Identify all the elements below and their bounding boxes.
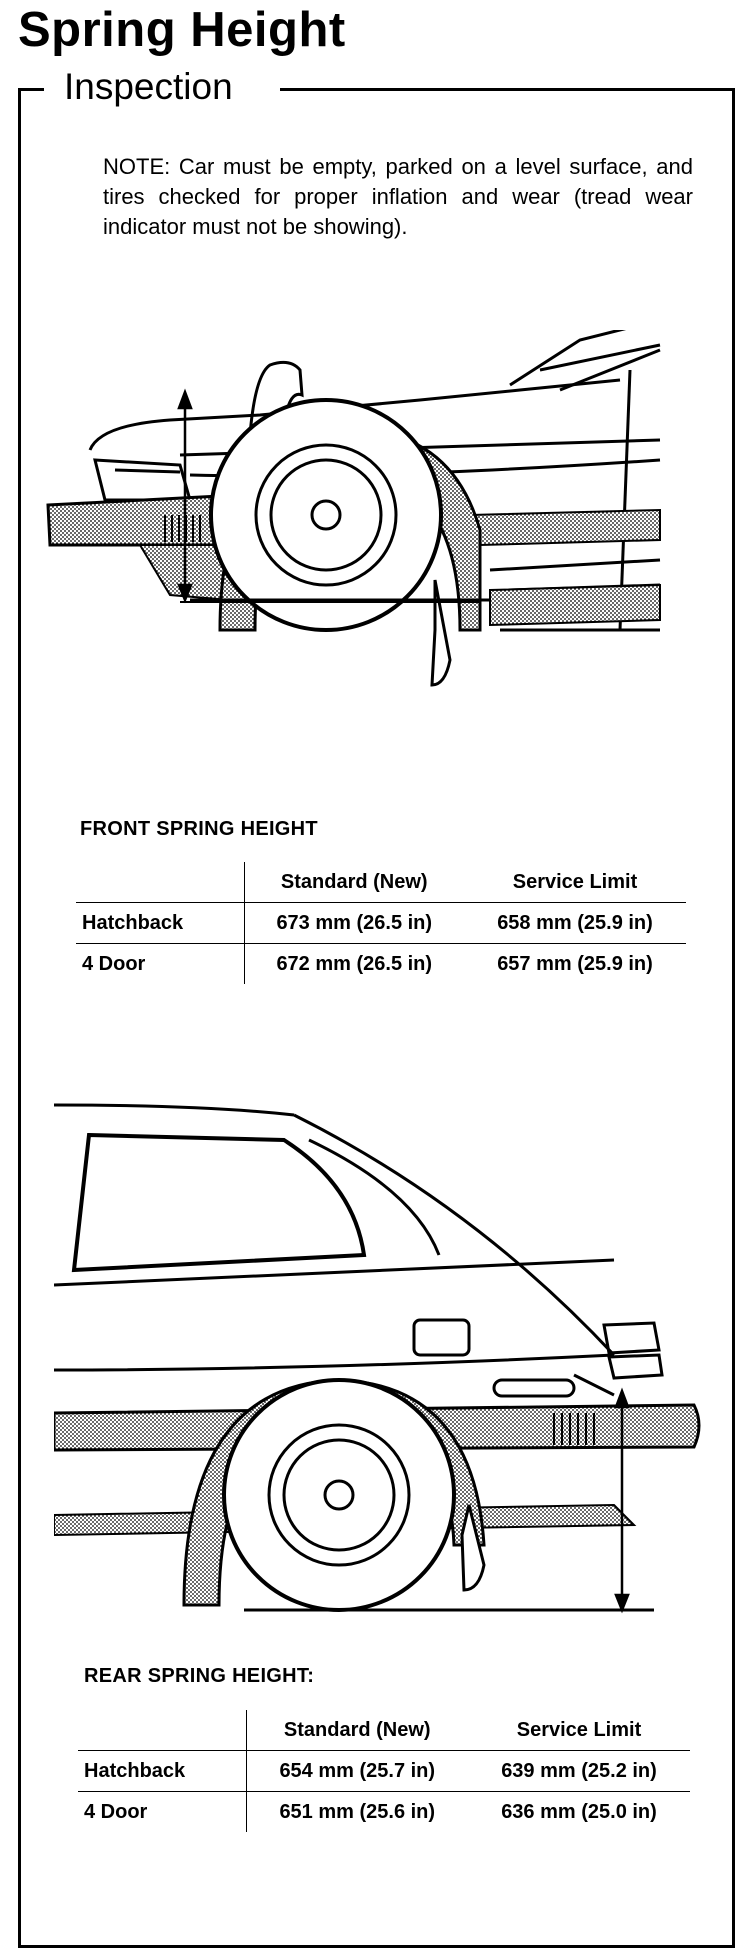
front-header-limit: Service Limit: [464, 862, 686, 903]
front-header-standard: Standard (New): [244, 862, 464, 903]
inspection-frame: [18, 88, 735, 1948]
standard-value: 651 mm (25.6 in): [279, 1800, 436, 1823]
section-title: Inspection: [58, 64, 239, 110]
row-label: Hatchback: [76, 902, 245, 944]
page-title: Spring Height: [18, 3, 346, 57]
rear-table-header-row: Standard (New) Service Limit: [78, 1710, 690, 1751]
standard-value: 672 mm (26.5 in): [276, 952, 433, 975]
table-row: 4 Door 651 mm (25.6 in) 636 mm (25.0 in): [78, 1791, 690, 1832]
standard-value: 673 mm (26.5 in): [244, 902, 464, 944]
front-table-heading: FRONT SPRING HEIGHT: [80, 818, 318, 840]
row-label: Hatchback: [78, 1750, 247, 1792]
rear-table-heading: REAR SPRING HEIGHT:: [84, 1665, 315, 1687]
rear-header-blank: [78, 1710, 247, 1751]
table-row: Hatchback 654 mm (25.7 in) 639 mm (25.2 …: [78, 1750, 690, 1792]
row-label: 4 Door: [76, 943, 245, 984]
rear-header-limit: Service Limit: [468, 1710, 690, 1751]
limit-value: 639 mm (25.2 in): [468, 1750, 690, 1792]
note-text: NOTE: Car must be empty, parked on a lev…: [103, 154, 693, 239]
front-spring-table: Standard (New) Service Limit Hatchback 6…: [76, 862, 686, 984]
table-row: Hatchback 673 mm (26.5 in) 658 mm (25.9 …: [76, 902, 686, 944]
row-label: 4 Door: [78, 1791, 247, 1832]
limit-value: 636 mm (25.0 in): [501, 1800, 657, 1823]
front-car-diagram: [46, 330, 661, 687]
frame-top-left-rule: [18, 88, 44, 91]
rear-car-diagram: [54, 1103, 701, 1614]
standard-value: 654 mm (25.7 in): [246, 1750, 468, 1792]
limit-value: 658 mm (25.9 in): [464, 902, 686, 944]
front-table-header-row: Standard (New) Service Limit: [76, 862, 686, 903]
rear-spring-table: Standard (New) Service Limit Hatchback 6…: [78, 1710, 690, 1832]
front-header-blank: [76, 862, 245, 903]
limit-value: 657 mm (25.9 in): [497, 952, 653, 975]
rear-header-standard: Standard (New): [246, 1710, 468, 1751]
frame-top-right-rule: [280, 88, 735, 91]
table-row: 4 Door 672 mm (26.5 in) 657 mm (25.9 in): [76, 943, 686, 984]
